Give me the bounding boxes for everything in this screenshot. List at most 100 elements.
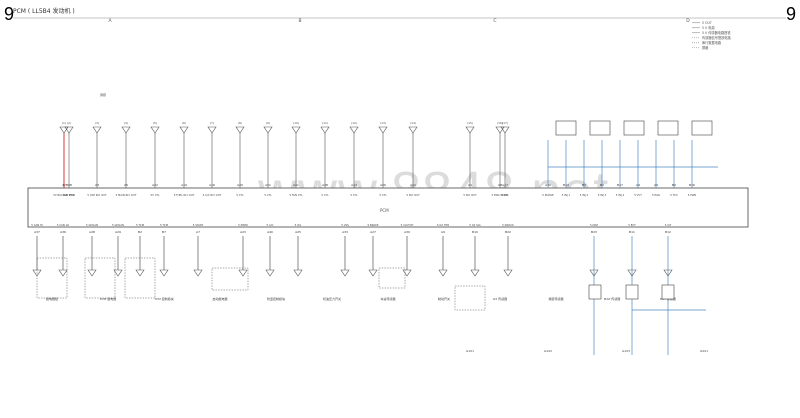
component-label: TCM 控制模块: [153, 296, 173, 301]
pin-name: 5 A/C RLY OUT: [203, 193, 222, 197]
pin-name: 5 PWR: [688, 193, 697, 197]
connector-ref: (9): [266, 121, 270, 125]
connector-ref: (2): [67, 121, 71, 125]
pin-name: 5 GMLAN: [112, 223, 124, 227]
component-boundary: [378, 267, 406, 289]
connector-symbol: [291, 126, 301, 134]
ground-label: G201: [700, 349, 708, 353]
pin-name: 5 INJ 1: [562, 193, 571, 197]
connector-symbol: [121, 126, 131, 134]
connector-ref: (1): [62, 121, 66, 125]
pin-number: A21: [265, 183, 271, 187]
connector-symbol: [495, 126, 505, 134]
pin-number: A8: [498, 183, 502, 187]
pin-number: B22: [505, 230, 511, 234]
ground-terminal: [503, 269, 513, 277]
pin-name: 5 FUEL RLY OUT: [174, 193, 195, 197]
connector-ref: (6): [182, 121, 186, 125]
component-boundary: [36, 257, 68, 299]
pin-number: B2: [600, 183, 604, 187]
component-label: 车速传感器: [380, 296, 395, 301]
component-label: PCM 继电器: [100, 296, 116, 301]
pin-number: B14: [563, 183, 569, 187]
ground-terminal: [293, 269, 303, 277]
pin-number: A26: [380, 183, 386, 187]
connector-symbol: [207, 126, 217, 134]
component-label: 制动开关: [438, 296, 450, 301]
connector-symbol: [59, 126, 69, 134]
pin-number: A30: [545, 183, 551, 187]
pin-number: B12: [665, 230, 671, 234]
page-title: PCM ( LL5B4 发动机 ): [13, 8, 75, 15]
pin-number: A28: [89, 230, 95, 234]
injector-coil: [691, 120, 713, 136]
component-label: 防盗控制模块: [267, 296, 285, 301]
pin-number: B10: [472, 230, 478, 234]
pin-number: A39: [404, 230, 410, 234]
pin-name: IGN PWR: [63, 193, 75, 197]
pin-number: B16: [689, 183, 695, 187]
pin-name: 5 CTL: [379, 193, 387, 197]
pin-name: 5 GMLAN: [86, 223, 98, 227]
connector-symbol: [500, 126, 510, 134]
pin-name: 5 CAN HI: [31, 223, 43, 227]
pin-number: A3: [95, 183, 99, 187]
pin-number: A1: [468, 183, 472, 187]
pin-name: 5 O2 HTR: [437, 223, 450, 227]
connector-ref: (12): [351, 121, 357, 125]
pin-name: 5V BACKUP PWR: [53, 193, 75, 197]
sensor: [588, 284, 602, 300]
pin-number: B17: [617, 183, 623, 187]
pin-name: 5 CTL: [350, 193, 358, 197]
injector-coil: [555, 120, 577, 136]
connector-ref: (8): [238, 121, 242, 125]
connector-symbol: [408, 126, 418, 134]
column-letter: B: [298, 18, 301, 24]
pin-name: 5 FAN CTL: [289, 193, 303, 197]
pin-name: 5 O2 SIG: [469, 223, 480, 227]
pin-name: 5 CAN LO: [57, 223, 69, 227]
component-boundary: [84, 257, 116, 299]
connector-symbol: [150, 126, 160, 134]
pin-name: 5 CKP RLY OUT: [87, 193, 107, 197]
pin-name: 5 CTL: [236, 193, 244, 197]
ground-terminal: [193, 269, 203, 277]
connector-ref: (16): [497, 121, 503, 125]
component-label: 继电器组: [46, 296, 58, 301]
ground-terminal: [470, 269, 480, 277]
legend-entry: 串行数据电路: [702, 40, 722, 45]
connector-ref: (5): [153, 121, 157, 125]
pin-name: 5 CTL: [321, 193, 329, 197]
pin-number: A9: [441, 230, 445, 234]
pin-name: 5 RLY OUT: [406, 193, 420, 197]
pin-name: 5 CTL: [501, 193, 509, 197]
injector-coil: [657, 120, 679, 136]
ground-terminal: [438, 269, 448, 277]
column-letter: C: [493, 18, 496, 24]
connector-ref: (14): [410, 121, 416, 125]
pin-number: B3: [582, 183, 586, 187]
pin-number: A13: [351, 183, 357, 187]
pin-number: A37: [34, 230, 40, 234]
ground-terminal: [402, 269, 412, 277]
pin-name: 5 VSS: [341, 223, 349, 227]
page-number-right: 9: [786, 4, 797, 24]
pin-number: B2: [138, 230, 142, 234]
pin-name: 5 MAP: [590, 223, 598, 227]
pin-number: B23: [591, 230, 597, 234]
pin-number: A27: [370, 230, 376, 234]
sensor: [625, 284, 639, 300]
component-boundary: [124, 257, 156, 299]
connector-symbol: [320, 126, 330, 134]
pin-number: A25: [295, 230, 301, 234]
connector-symbol: [235, 126, 245, 134]
pin-name: 5 TCC: [670, 193, 678, 197]
ground-label: G101: [466, 349, 474, 353]
connector-symbol: [179, 126, 189, 134]
pin-number: B08: [66, 183, 72, 187]
component-label: 爆震传感器: [548, 296, 563, 301]
pin-number: A9: [654, 183, 658, 187]
